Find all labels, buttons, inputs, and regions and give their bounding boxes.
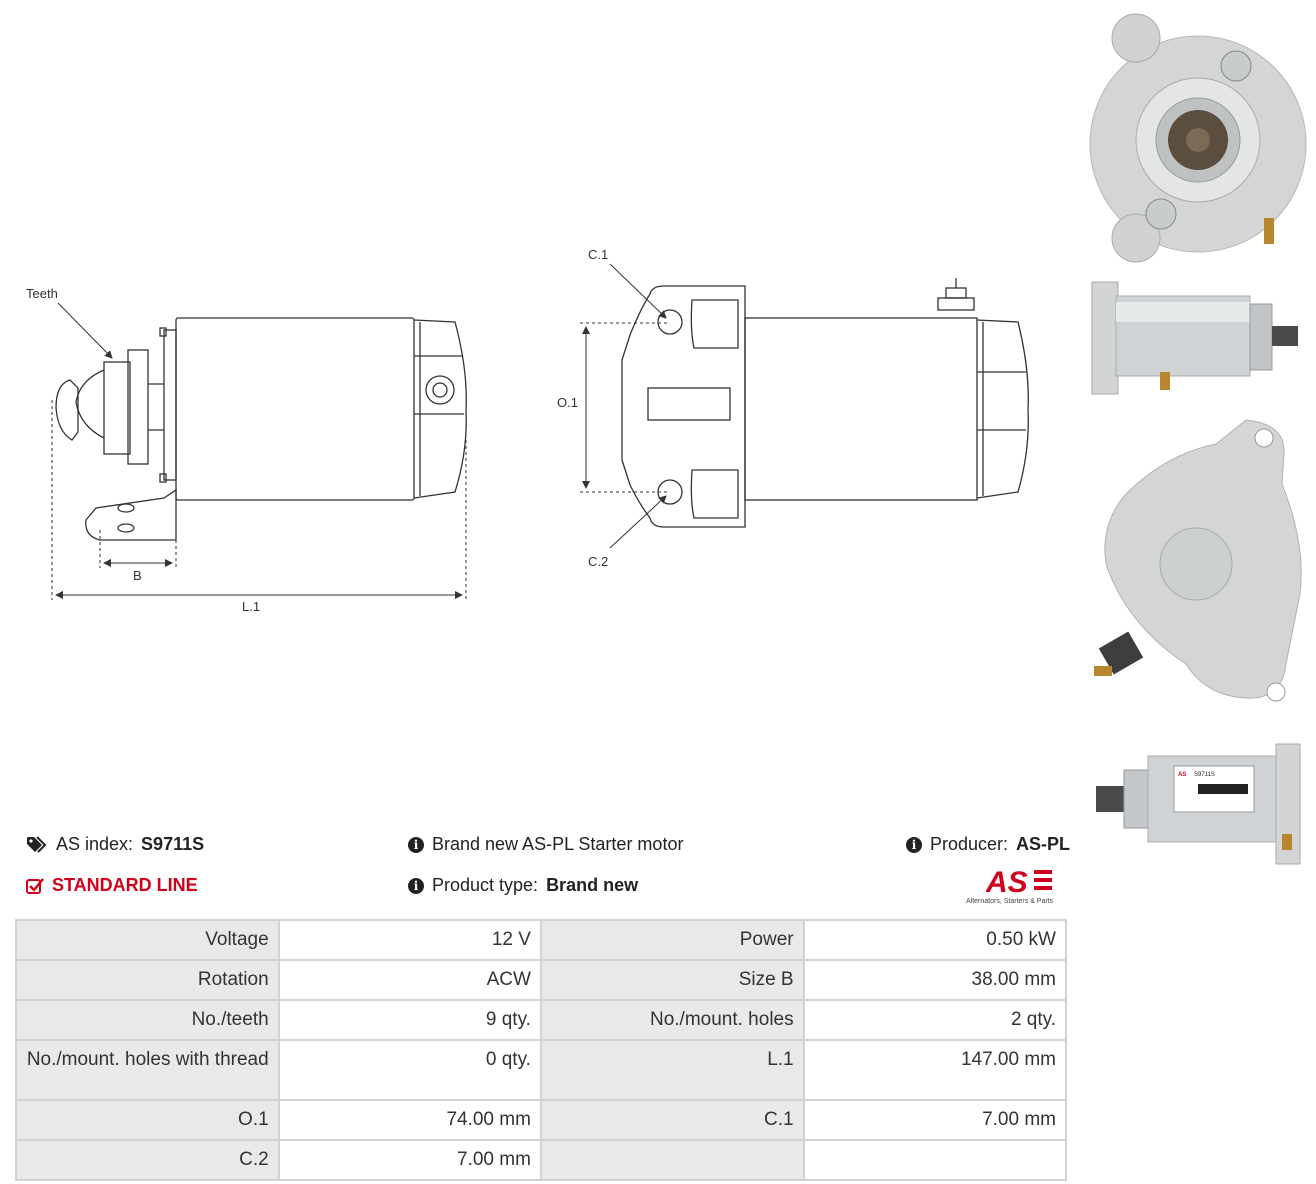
photo-rear-view [1094, 419, 1302, 702]
check-square-icon [26, 877, 44, 894]
description: i Brand new AS-PL Starter motor [408, 834, 683, 855]
as-logo-tagline: Alternators, Starters & Parts [966, 898, 1054, 905]
label-teeth: Teeth [26, 286, 58, 301]
spec-value [802, 1139, 1068, 1181]
label-l1: L.1 [242, 599, 260, 614]
as-logo-mark: AS [985, 866, 1028, 896]
table-row: No./teeth 9 qty. No./mount. holes 2 qty. [15, 999, 1068, 1041]
spec-value: 7.00 mm [802, 1099, 1068, 1141]
info-icon: i [408, 836, 424, 853]
photo-front-view [1089, 13, 1307, 263]
spec-key: Size B [539, 959, 805, 1001]
producer: i Producer: AS-PL [906, 834, 1070, 855]
spec-key: No./teeth [15, 999, 280, 1041]
spec-key [539, 1139, 805, 1181]
label-c1: C.1 [588, 247, 608, 262]
as-index-label: AS index: [56, 834, 134, 854]
label-c2: C.2 [588, 554, 608, 569]
spec-value: 147.00 mm [802, 1039, 1068, 1101]
table-row: Rotation ACW Size B 38.00 mm [15, 959, 1068, 1001]
label-b: B [133, 568, 142, 583]
standard-line: STANDARD LINE [26, 875, 198, 896]
tags-icon [27, 835, 47, 853]
as-index-value: S9711S [141, 834, 205, 854]
side-view-dimensions [51, 302, 467, 600]
product-type-value: Brand new [546, 875, 639, 895]
product-type: i Product type: Brand new [408, 875, 638, 896]
spec-key: C.1 [539, 1099, 805, 1141]
spec-value: 0.50 kW [802, 919, 1068, 961]
info-icon: i [906, 836, 922, 853]
producer-value: AS-PL [1016, 834, 1071, 854]
description-text: Brand new AS-PL Starter motor [432, 834, 684, 854]
table-row: O.1 74.00 mm C.1 7.00 mm [15, 1099, 1068, 1141]
photo-label-view: AS S9711S [1096, 743, 1301, 865]
producer-label: Producer: [930, 834, 1009, 854]
spec-key: L.1 [539, 1039, 805, 1101]
spec-value: 2 qty. [802, 999, 1068, 1041]
table-row: Voltage 12 V Power 0.50 kW [15, 919, 1068, 961]
product-type-label: Product type: [432, 875, 539, 895]
spec-key: Power [539, 919, 805, 961]
standard-line-label: STANDARD LINE [52, 875, 198, 895]
spec-value: 38.00 mm [802, 959, 1068, 1001]
spec-key: Voltage [15, 919, 280, 961]
technical-drawing: Teeth B L.1 C.1 C.2 O.1 [26, 247, 1029, 614]
specs-table: Voltage 12 V Power 0.50 kW Rotation ACW … [15, 919, 1068, 1181]
table-row: No./mount. holes with thread 0 qty. L.1 … [15, 1039, 1068, 1101]
spec-value: ACW [277, 959, 542, 1001]
spec-value: 0 qty. [277, 1039, 542, 1101]
spec-key: Rotation [15, 959, 280, 1001]
as-index: AS index: S9711S [26, 834, 204, 855]
info-icon: i [408, 877, 424, 894]
flange-view-drawing [621, 278, 1029, 528]
spec-key: No./mount. holes [539, 999, 805, 1041]
spec-value: 74.00 mm [277, 1099, 542, 1141]
spec-value: 7.00 mm [277, 1139, 542, 1181]
label-sticker-code: S9711S [1194, 772, 1215, 778]
label-o1: O.1 [557, 395, 578, 410]
spec-key: O.1 [15, 1099, 280, 1141]
flange-view-dimensions [580, 263, 670, 549]
as-logo: AS [985, 866, 1052, 896]
label-logo-mark: AS [1178, 772, 1186, 778]
spec-value: 9 qty. [277, 999, 542, 1041]
spec-key: C.2 [15, 1139, 280, 1181]
table-row: C.2 7.00 mm [15, 1139, 1068, 1181]
spec-key: No./mount. holes with thread [15, 1039, 280, 1101]
photo-side-view [1091, 281, 1298, 395]
side-view-drawing [55, 317, 467, 541]
spec-value: 12 V [277, 919, 542, 961]
